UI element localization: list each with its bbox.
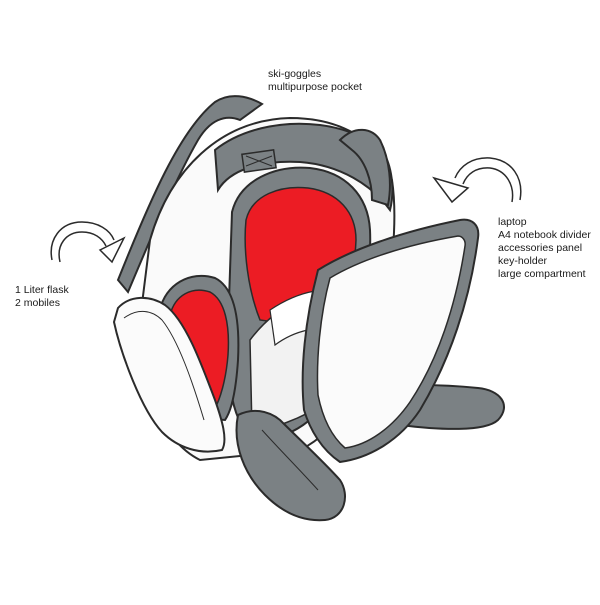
label-left-line-2: 2 mobiles: [15, 297, 60, 309]
bottom-strap-left: [235, 409, 346, 522]
label-right-line-3: accessories panel: [498, 242, 583, 254]
left-flap: [112, 296, 226, 453]
label-right-line-5: large compartment: [498, 268, 586, 280]
right-shoulder-strap: [338, 128, 391, 207]
front-flap-face: [316, 235, 466, 449]
label-right-line-1: laptop: [498, 216, 527, 228]
label-right-line-4: key-holder: [498, 255, 548, 267]
label-side-pocket: 1 Liter flask 2 mobiles: [15, 284, 69, 310]
label-top-line-2: multipurpose pocket: [268, 81, 362, 93]
label-top-line-1: ski-goggles: [268, 68, 322, 80]
curved-arrow-icon-right: [432, 157, 522, 204]
label-main-compartment: laptop A4 notebook divider accessories p…: [498, 216, 591, 281]
label-right-line-2: A4 notebook divider: [498, 229, 591, 241]
label-left-line-1: 1 Liter flask: [15, 284, 69, 296]
label-top-pocket: ski-goggles multipurpose pocket: [268, 68, 362, 94]
curved-arrow-icon-left: [50, 221, 126, 264]
